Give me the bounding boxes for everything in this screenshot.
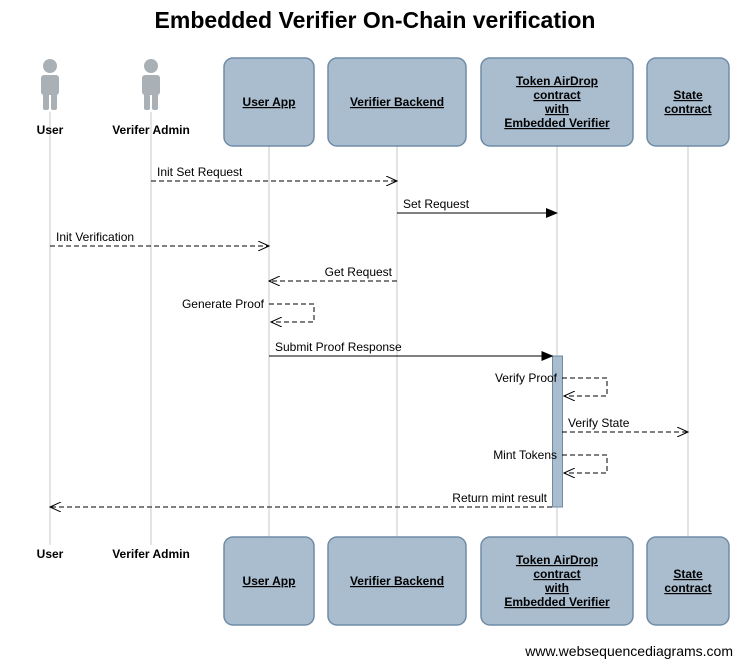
participant-label: Token AirDrop — [516, 553, 598, 567]
participant-label: User App — [243, 574, 296, 588]
participant-label: contract — [664, 102, 711, 116]
message-label: Verify Proof — [495, 371, 558, 385]
message-2: Set Request — [397, 197, 558, 218]
watermark-footer: www.websequencediagrams.com — [524, 643, 733, 659]
participant-box — [327, 536, 467, 626]
participant-user-bottom: User — [37, 547, 64, 561]
message-label: Generate Proof — [182, 297, 265, 311]
message-8: Verify State — [562, 416, 688, 432]
participant-label: State — [673, 567, 703, 581]
message-label: Set Request — [403, 197, 470, 211]
participant-label: Embedded Verifier — [504, 116, 610, 130]
message-3: Init Verification — [50, 230, 269, 246]
participant-label: State — [673, 88, 703, 102]
participant-label: contract — [533, 567, 580, 581]
participant-box — [480, 57, 634, 147]
participant-app-top: User App — [223, 57, 315, 147]
participant-backend-bottom: Verifier Backend — [327, 536, 467, 626]
participant-box — [480, 536, 634, 626]
participant-label: with — [544, 102, 569, 116]
message-label: Return mint result — [452, 491, 547, 505]
message-arrow — [562, 377, 608, 396]
person-icon — [41, 59, 59, 110]
participant-label: Embedded Verifier — [504, 595, 610, 609]
message-1: Init Set Request — [151, 165, 397, 181]
participant-box — [327, 57, 467, 147]
participant-admin-top: Verifer Admin — [112, 59, 190, 137]
participant-label: with — [544, 581, 569, 595]
message-label: Init Verification — [56, 230, 134, 244]
participant-box — [223, 536, 315, 626]
message-label: Get Request — [325, 265, 393, 279]
participant-label: User App — [243, 95, 296, 109]
participant-box — [646, 57, 730, 147]
message-10: Return mint result — [50, 491, 552, 507]
message-arrow — [562, 454, 608, 473]
participant-admin-bottom: Verifer Admin — [112, 547, 190, 561]
message-label: Mint Tokens — [493, 448, 557, 462]
participant-label: Verifier Backend — [350, 95, 444, 109]
participant-box — [223, 57, 315, 147]
participant-heads: User Verifer Admin User App Verifier Backen… — [37, 57, 730, 147]
message-9: Mint Tokens — [493, 448, 608, 473]
diagram-title: Embedded Verifier On-Chain verification — [155, 7, 596, 33]
participant-label: Token AirDrop — [516, 74, 598, 88]
participant-label: Verifier Backend — [350, 574, 444, 588]
message-5: Generate Proof — [182, 297, 315, 322]
participant-box — [646, 536, 730, 626]
participant-backend-top: Verifier Backend — [327, 57, 467, 147]
message-6: Submit Proof Response — [269, 340, 554, 361]
message-7: Verify Proof — [495, 371, 608, 396]
person-icon — [142, 59, 160, 110]
participant-label: contract — [533, 88, 580, 102]
message-4: Get Request — [269, 265, 397, 281]
participant-app-bottom: User App — [223, 536, 315, 626]
message-label: Init Set Request — [157, 165, 243, 179]
message-label: Submit Proof Response — [275, 340, 402, 354]
participant-label: Verifer Admin — [112, 123, 190, 137]
message-arrow — [269, 303, 315, 322]
lifelines — [49, 112, 689, 545]
message-label: Verify State — [568, 416, 630, 430]
participant-user-top: User — [37, 59, 64, 137]
participant-label: contract — [664, 581, 711, 595]
participant-label: User — [37, 123, 64, 137]
